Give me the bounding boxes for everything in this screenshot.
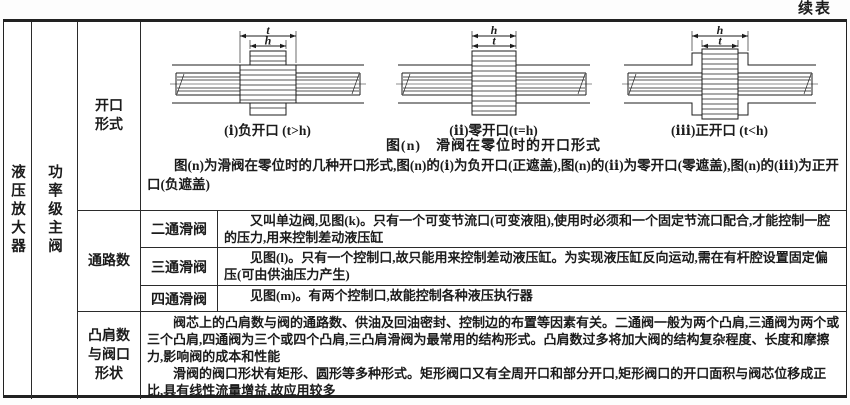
shoulder-paragraph-2: 滑阀的阀口形状有矩形、圆形等多种形式。矩形阀口又有全周开口和部分开口,矩形阀口的… bbox=[147, 366, 827, 398]
valve-type-desc: 见图(l)。只有一个控制口,故只能用来控制差动液压缸。为实现液压缸反向运动,需在… bbox=[218, 248, 846, 286]
row-label-shoulders-port-shape: 凸肩数与阀口形状 bbox=[78, 312, 141, 399]
dim-label-inner: h bbox=[264, 34, 271, 48]
two-way-valve-label: 二通滑阀 bbox=[151, 223, 207, 238]
figure-row: t h (ⅰ)负开口 (t>h) bbox=[141, 25, 846, 138]
figure-group-title: 图(n) 滑阀在零位时的开口形式 bbox=[385, 139, 602, 154]
valve-type-name: 二通滑阀 bbox=[141, 211, 218, 248]
hydraulic-amplifier-label: 液压放大器 bbox=[9, 164, 25, 257]
figure-negative-opening: t h (ⅰ)负开口 (t>h) bbox=[168, 25, 368, 138]
valve-type-desc: 又叫单边阀,见图(k)。只有一个可变节流口(可变液阻),使用时必须和一个固定节流… bbox=[218, 211, 846, 248]
four-way-valve-label: 四通滑阀 bbox=[151, 292, 207, 308]
continued-label: 续表 bbox=[797, 1, 832, 17]
valve-type-desc: 见图(m)。有两个控制口,故能控制各种液压执行器 bbox=[218, 286, 846, 311]
power-stage-valve-label: 功率级主阀 bbox=[46, 164, 62, 257]
spool-diagram-positive-opening-icon: h t bbox=[621, 25, 818, 120]
spool-diagram-zero-opening-icon: h t bbox=[395, 25, 592, 116]
figure-positive-opening: h t (ⅲ)正开口 (t<h) bbox=[620, 25, 820, 138]
opening-note: 图(n)为滑阀在零位时的几种开口形式,图(n)的(ⅰ)为负开口(正遮盖),图(n… bbox=[147, 158, 839, 192]
valve-type-name: 四通滑阀 bbox=[141, 286, 218, 311]
dim-label-outer: t bbox=[266, 25, 270, 37]
row-label-passage-count: 通路数 bbox=[78, 211, 141, 312]
passage-count-label: 通路数 bbox=[88, 253, 130, 269]
spool-valve-table: 液压放大器 功率级主阀 开口形式 bbox=[3, 19, 847, 399]
passage-count-content: 二通滑阀 又叫单边阀,见图(k)。只有一个可变节流口(可变液阻),使用时必须和一… bbox=[141, 211, 846, 312]
col-power-stage-main-valve: 功率级主阀 bbox=[32, 22, 78, 399]
col-hydraulic-amplifier: 液压放大器 bbox=[4, 22, 32, 399]
spool-diagram-negative-opening-icon: t h bbox=[169, 25, 366, 116]
shoulders-port-shape-label: 凸肩数与阀口形状 bbox=[87, 329, 130, 382]
figure-zero-opening: h t (ⅱ)零开口(t=h) bbox=[394, 25, 594, 138]
opening-form-label: 开口形式 bbox=[94, 99, 123, 133]
two-way-valve-desc-text: 又叫单边阀,见图(k)。只有一个可变节流口(可变液阻),使用时必须和一个固定节流… bbox=[224, 213, 831, 245]
figure-caption: (ⅲ)正开口 (t<h) bbox=[671, 123, 768, 138]
opening-form-content: t h (ⅰ)负开口 (t>h) bbox=[141, 22, 846, 211]
figure-caption: (ⅱ)零开口(t=h) bbox=[449, 123, 538, 138]
dim-label-inner: t bbox=[492, 34, 496, 48]
three-way-valve-desc-text: 见图(l)。只有一个控制口,故只能用来控制差动液压缸。为实现液压缸反向运动,需在… bbox=[224, 250, 828, 282]
valve-type-name: 三通滑阀 bbox=[141, 248, 218, 286]
dim-label-outer: h bbox=[490, 25, 497, 37]
figure-caption: (ⅰ)负开口 (t>h) bbox=[224, 123, 311, 138]
three-way-valve-label: 三通滑阀 bbox=[151, 260, 207, 276]
row-label-opening-form: 开口形式 bbox=[78, 22, 141, 211]
shoulders-content: 阀芯上的凸肩数与阀的通路数、供油及回油密封、控制边的布置等因素有关。二通阀一般为… bbox=[141, 312, 846, 399]
dim-label-outer: h bbox=[716, 25, 723, 37]
shoulder-paragraph-1: 阀芯上的凸肩数与阀的通路数、供油及回油密封、控制边的布置等因素有关。二通阀一般为… bbox=[147, 315, 840, 364]
four-way-valve-desc-text: 见图(m)。有两个控制口,故能控制各种液压执行器 bbox=[250, 288, 533, 303]
dim-label-inner: t bbox=[718, 34, 722, 48]
